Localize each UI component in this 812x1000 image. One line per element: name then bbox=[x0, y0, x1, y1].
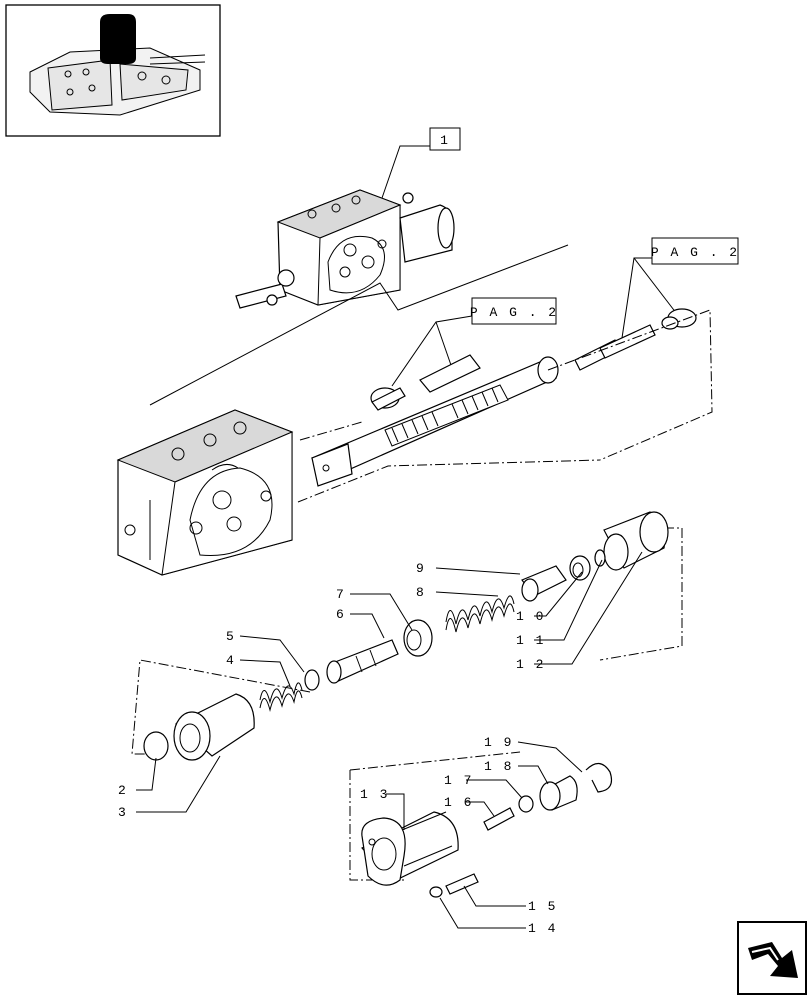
part-6-pin bbox=[326, 639, 399, 684]
callout-19: 1 9 bbox=[484, 735, 513, 750]
plunger-parts-upper bbox=[370, 308, 697, 411]
part-15-screw bbox=[445, 873, 479, 895]
part-8-spring bbox=[445, 595, 515, 633]
part-17-ball bbox=[518, 795, 534, 813]
callout-12: 1 2 bbox=[516, 657, 545, 672]
part-19-clip bbox=[585, 762, 613, 793]
callout-1: 1 bbox=[381, 127, 461, 199]
thumbnail-frame bbox=[5, 4, 221, 137]
part-10-washer bbox=[569, 555, 591, 581]
callout-1-label: 1 bbox=[440, 133, 450, 148]
callout-2: 2 bbox=[118, 783, 128, 798]
part-14-washer bbox=[429, 886, 443, 898]
part-5-oring bbox=[304, 669, 320, 691]
part-18-seat bbox=[539, 775, 578, 811]
callout-8: 8 bbox=[416, 585, 426, 600]
callout-7: 7 bbox=[336, 587, 346, 602]
callout-17: 1 7 bbox=[444, 773, 473, 788]
thumbnail-assembly-icon bbox=[29, 14, 206, 116]
page-ref-mid: P A G . 2 bbox=[391, 297, 558, 387]
valve-assembly bbox=[235, 189, 455, 309]
callout-11: 1 1 bbox=[516, 633, 545, 648]
page-ref-top-label: P A G . 2 bbox=[651, 245, 739, 260]
callout-10: 1 0 bbox=[516, 609, 545, 624]
callout-15: 1 5 bbox=[528, 899, 557, 914]
callout-3: 3 bbox=[118, 805, 128, 820]
control-spool bbox=[310, 356, 559, 487]
valve-body bbox=[116, 409, 294, 576]
callout-5: 5 bbox=[226, 629, 236, 644]
callout-14: 1 4 bbox=[528, 921, 557, 936]
part-12-sleeve bbox=[603, 511, 669, 571]
part-3-cap bbox=[173, 693, 255, 761]
callout-6: 6 bbox=[336, 607, 346, 622]
part-11-ring bbox=[594, 549, 606, 567]
callout-4: 4 bbox=[226, 653, 236, 668]
page-ref-mid-label: P A G . 2 bbox=[470, 305, 558, 320]
part-16-pin bbox=[483, 807, 515, 831]
part-7-washer bbox=[403, 619, 433, 657]
callout-18: 1 8 bbox=[484, 759, 513, 774]
callout-13: 1 3 bbox=[360, 787, 389, 802]
section-divider bbox=[149, 244, 569, 406]
part-4-spring bbox=[259, 682, 303, 712]
next-page-arrow-icon[interactable] bbox=[737, 921, 807, 995]
part-13-cage bbox=[361, 811, 459, 886]
callout-16: 1 6 bbox=[444, 795, 473, 810]
page-ref-top: P A G . 2 bbox=[621, 237, 739, 339]
callout-9: 9 bbox=[416, 561, 426, 576]
part-9-seat bbox=[521, 565, 567, 602]
part-2-circlip bbox=[143, 731, 169, 761]
